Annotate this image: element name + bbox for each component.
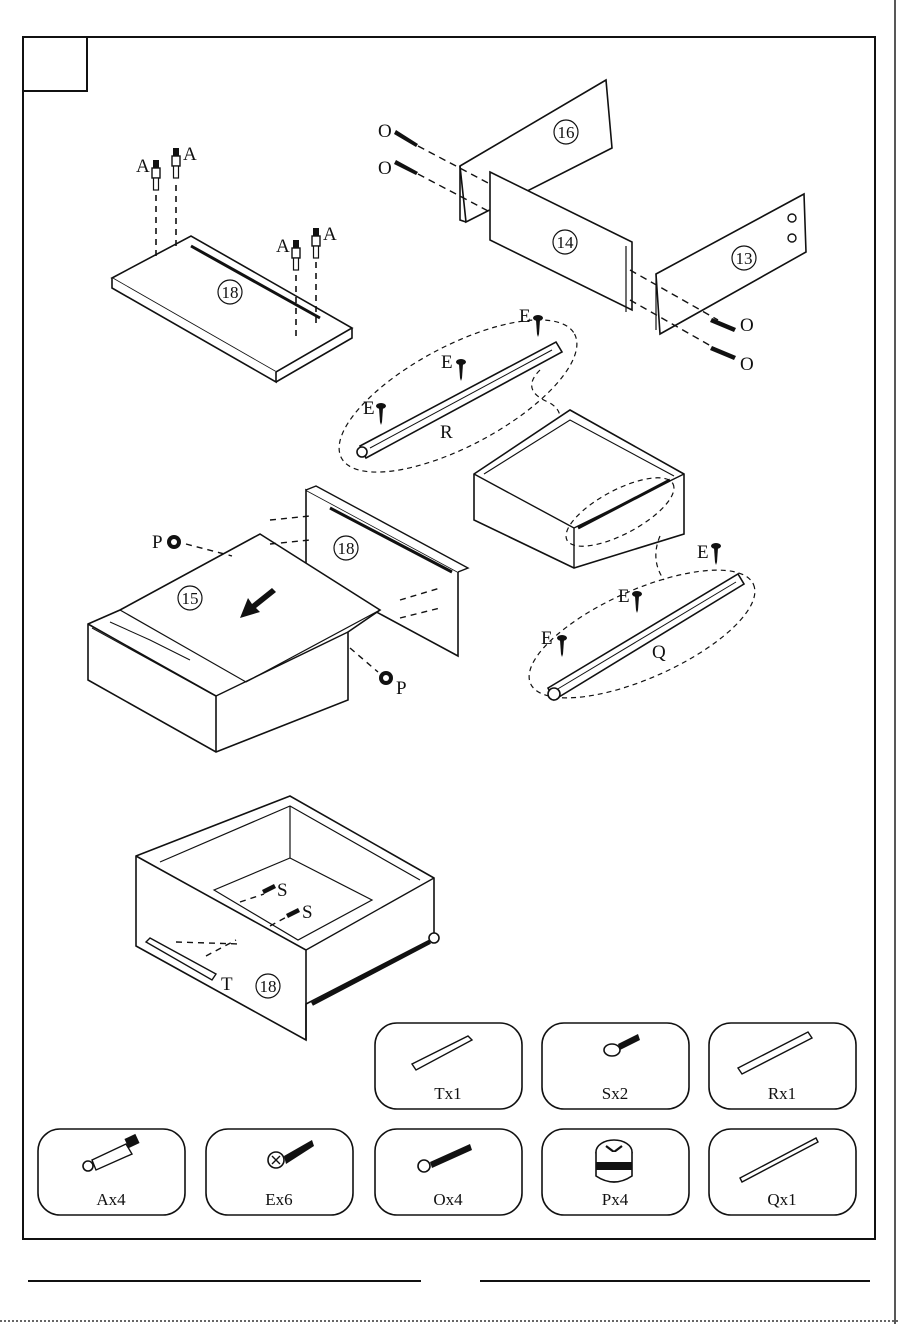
cam-pin-icon	[172, 148, 180, 178]
panel-18-side-label: 18	[338, 539, 355, 558]
short-screw-icon	[711, 543, 721, 565]
callout-p: P	[396, 678, 407, 699]
callout-a: A	[276, 236, 290, 257]
part-card: Rx1	[709, 1023, 856, 1109]
panel-14-label: 14	[557, 233, 575, 252]
callout-s: S	[277, 880, 288, 901]
step-number-box	[23, 37, 87, 91]
drawer-body-assembly: 18 15 P P	[88, 486, 468, 752]
long-screw-icon	[394, 130, 418, 147]
panel-18-top-assembly: 18 A A A A	[112, 144, 352, 382]
part-card: Ax4	[38, 1129, 185, 1215]
callout-a: A	[136, 156, 150, 177]
part-caption: Ex6	[265, 1190, 292, 1209]
drawer-front-assembly: S S T 18	[136, 796, 439, 1040]
callout-r: R	[440, 422, 453, 443]
panel-18-label: 18	[222, 283, 239, 302]
callout-o: O	[378, 121, 392, 142]
short-screw-icon	[632, 591, 642, 613]
back-panels-assembly: 16 14 13 O O O O	[378, 80, 806, 375]
cam-pin-icon	[292, 240, 300, 270]
part-caption: Sx2	[602, 1084, 628, 1103]
callout-e: E	[618, 586, 630, 607]
short-screw-icon	[557, 635, 567, 657]
panel-18-drawer-label: 18	[260, 977, 277, 996]
callout-e: E	[697, 542, 709, 563]
part-caption: Qx1	[767, 1190, 796, 1209]
callout-q: Q	[652, 642, 666, 663]
part-caption: Ox4	[433, 1190, 463, 1209]
callout-a: A	[183, 144, 197, 165]
part-caption: Ax4	[96, 1190, 126, 1209]
cabinet-box	[474, 410, 684, 580]
long-screw-icon	[710, 318, 736, 332]
part-card: Tx1	[375, 1023, 522, 1109]
cam-lock-icon	[379, 671, 393, 685]
rail-q-assembly: E E E Q	[513, 542, 772, 724]
cam-lock-icon	[596, 1140, 632, 1182]
callout-t: T	[221, 974, 233, 995]
panel-15-label: 15	[182, 589, 199, 608]
part-card: Px4	[542, 1129, 689, 1215]
callout-e: E	[519, 306, 531, 327]
long-screw-icon	[394, 160, 418, 175]
callout-o: O	[740, 354, 754, 375]
part-caption: Px4	[602, 1190, 629, 1209]
part-card: Ox4	[375, 1129, 522, 1215]
cam-lock-icon	[167, 535, 181, 549]
callout-a: A	[323, 224, 337, 245]
callout-e: E	[441, 352, 453, 373]
callout-p: P	[152, 532, 163, 553]
parts-legend: Tx1 Sx2 Rx1 Ax4	[38, 1023, 856, 1215]
long-screw-icon	[710, 346, 736, 360]
cam-pin-icon	[152, 160, 160, 190]
panel-16-label: 16	[558, 123, 575, 142]
callout-s: S	[302, 902, 313, 923]
part-caption: Tx1	[434, 1084, 461, 1103]
short-screw-icon	[533, 315, 543, 337]
short-screw-icon	[456, 359, 466, 381]
part-card: Qx1	[709, 1129, 856, 1215]
part-card: Ex6	[206, 1129, 353, 1215]
panel-13-label: 13	[736, 249, 753, 268]
short-screw-icon	[376, 403, 386, 425]
callout-o: O	[378, 158, 392, 179]
cam-pin-icon	[312, 228, 320, 258]
part-caption: Rx1	[768, 1084, 796, 1103]
part-card: Sx2	[542, 1023, 689, 1109]
callout-e: E	[363, 398, 375, 419]
callout-e: E	[541, 628, 553, 649]
callout-o: O	[740, 315, 754, 336]
